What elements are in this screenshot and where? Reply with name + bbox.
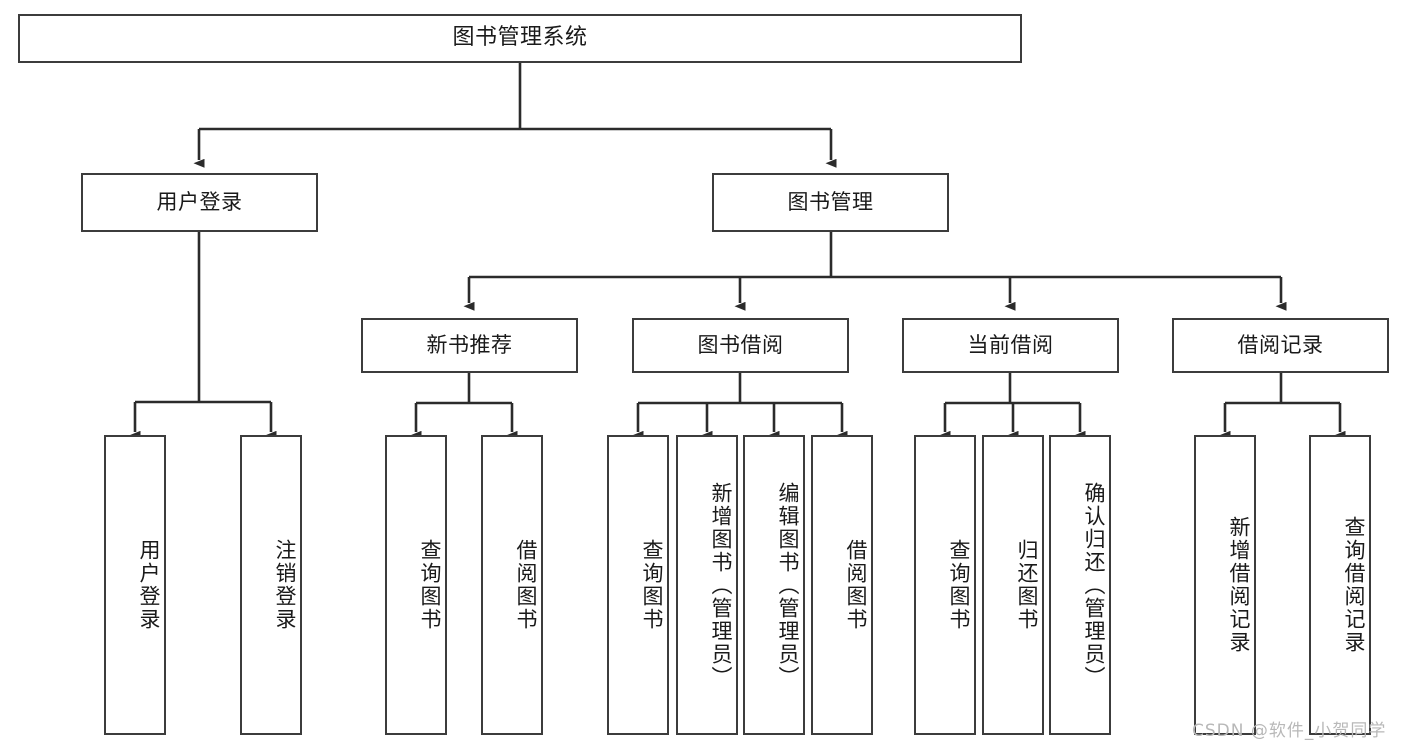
node-label: 查询借阅记录 xyxy=(1342,516,1366,654)
node-label: 图书管理 xyxy=(787,189,874,214)
leaf-current-return-book[interactable]: 归还图书 xyxy=(982,435,1044,735)
node-new-book-recommend[interactable]: 新书推荐 xyxy=(361,318,578,373)
node-label: 新增借阅记录 xyxy=(1227,516,1251,654)
leaf-borrow-borrow-book[interactable]: 借阅图书 xyxy=(811,435,873,735)
node-label: 借阅图书 xyxy=(844,539,868,631)
node-label: 借阅记录 xyxy=(1237,332,1324,357)
node-label: 编辑图书（管理员） xyxy=(776,481,800,689)
leaf-borrow-query-book[interactable]: 查询图书 xyxy=(607,435,669,735)
node-label: 新书推荐 xyxy=(426,332,513,357)
leaf-record-query-record[interactable]: 查询借阅记录 xyxy=(1309,435,1371,735)
node-label: 归还图书 xyxy=(1015,539,1039,631)
node-label: 图书管理系统 xyxy=(452,25,588,51)
node-label: 用户登录 xyxy=(137,539,161,631)
node-book-management[interactable]: 图书管理 xyxy=(712,173,949,232)
node-label: 注销登录 xyxy=(273,539,297,631)
node-label: 确认归还（管理员） xyxy=(1082,481,1106,689)
node-label: 用户登录 xyxy=(156,189,243,214)
node-label: 图书借阅 xyxy=(697,332,784,357)
node-label: 新增图书（管理员） xyxy=(709,481,733,689)
leaf-user-login-logout[interactable]: 注销登录 xyxy=(240,435,302,735)
node-borrow-record[interactable]: 借阅记录 xyxy=(1172,318,1389,373)
leaf-user-login-login[interactable]: 用户登录 xyxy=(104,435,166,735)
leaf-borrow-edit-book[interactable]: 编辑图书（管理员） xyxy=(743,435,805,735)
leaf-borrow-add-book[interactable]: 新增图书（管理员） xyxy=(676,435,738,735)
node-book-borrow[interactable]: 图书借阅 xyxy=(632,318,849,373)
node-label: 查询图书 xyxy=(640,539,664,631)
leaf-new-book-query[interactable]: 查询图书 xyxy=(385,435,447,735)
node-label: 当前借阅 xyxy=(967,332,1054,357)
node-label: 查询图书 xyxy=(418,539,442,631)
node-label: 借阅图书 xyxy=(514,539,538,631)
leaf-record-add-record[interactable]: 新增借阅记录 xyxy=(1194,435,1256,735)
node-label: 查询图书 xyxy=(947,539,971,631)
node-user-login[interactable]: 用户登录 xyxy=(81,173,318,232)
node-root-system[interactable]: 图书管理系统 xyxy=(18,14,1022,63)
leaf-current-query-book[interactable]: 查询图书 xyxy=(914,435,976,735)
node-current-borrow[interactable]: 当前借阅 xyxy=(902,318,1119,373)
leaf-new-book-borrow[interactable]: 借阅图书 xyxy=(481,435,543,735)
leaf-current-confirm-return[interactable]: 确认归还（管理员） xyxy=(1049,435,1111,735)
csdn-watermark: CSDN @软件_小贺同学 xyxy=(1192,721,1387,741)
